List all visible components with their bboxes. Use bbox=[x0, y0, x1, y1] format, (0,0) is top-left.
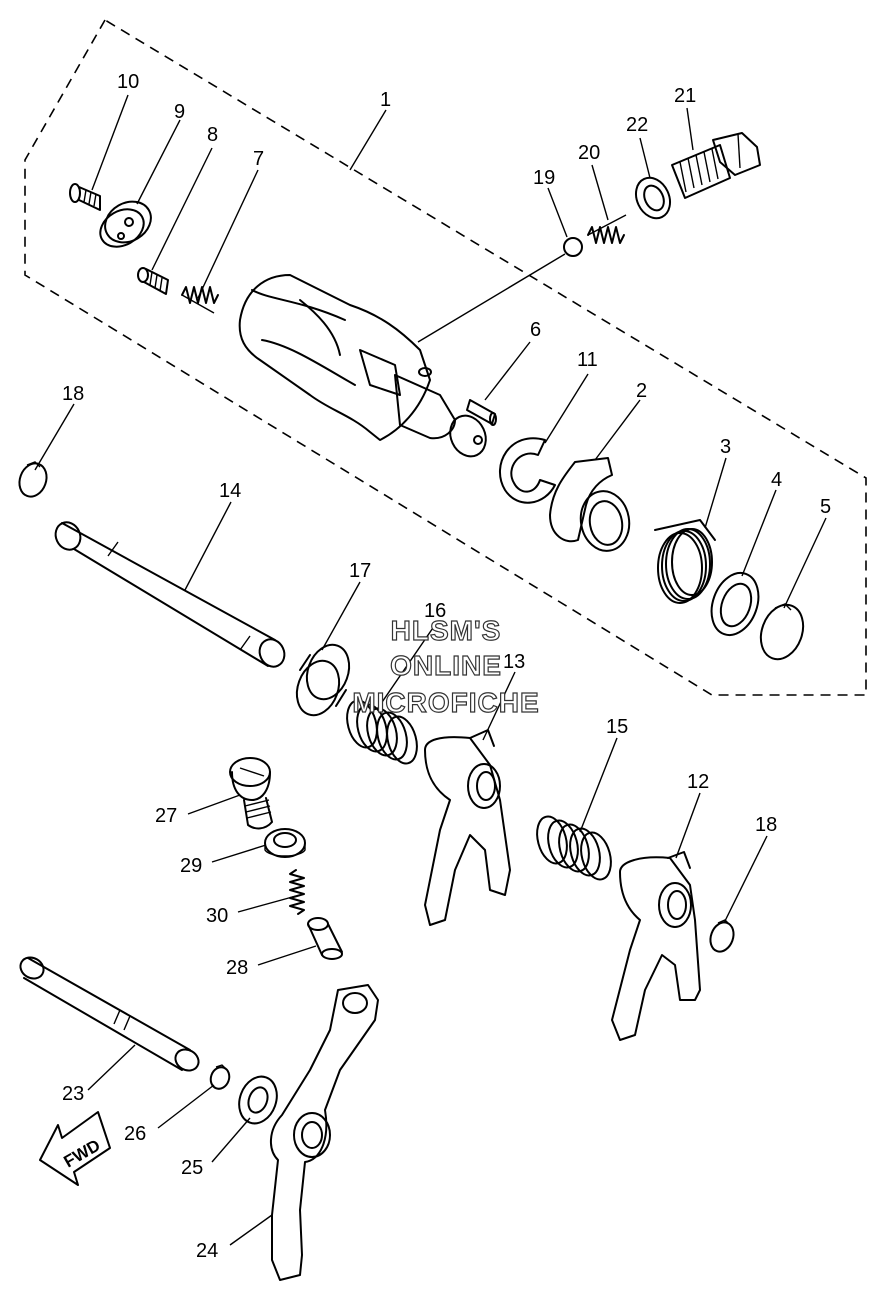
label-13: 13 bbox=[503, 651, 525, 673]
label-23: 23 bbox=[62, 1083, 84, 1105]
label-25: 25 bbox=[181, 1157, 203, 1179]
part-28-pin bbox=[307, 917, 343, 960]
leader-lines bbox=[34, 94, 827, 1246]
part-20-spring bbox=[587, 214, 627, 244]
label-3: 3 bbox=[720, 436, 731, 458]
label-20: 20 bbox=[578, 142, 600, 164]
part-5-circlip bbox=[759, 603, 805, 661]
part-21-bolt bbox=[671, 132, 761, 199]
label-19: 19 bbox=[533, 167, 555, 189]
part-30-spring bbox=[289, 869, 305, 915]
part-10-screw bbox=[69, 183, 101, 211]
label-6: 6 bbox=[530, 319, 541, 341]
label-16: 16 bbox=[424, 600, 446, 622]
label-21: 21 bbox=[674, 85, 696, 107]
label-2: 2 bbox=[636, 380, 647, 402]
label-18-right: 18 bbox=[755, 814, 777, 836]
label-9: 9 bbox=[174, 101, 185, 123]
part-1-shift-drum bbox=[238, 274, 487, 458]
label-14: 14 bbox=[219, 480, 241, 502]
watermark-line2: ONLINE bbox=[390, 650, 502, 681]
part-27-bolt bbox=[229, 757, 273, 830]
watermark-line3: MICROFICHE bbox=[352, 687, 539, 718]
label-8: 8 bbox=[207, 124, 218, 146]
part-8-screw bbox=[137, 267, 169, 295]
part-12-shift-fork bbox=[611, 851, 701, 1041]
part-11-washer bbox=[499, 437, 556, 504]
part-26-circlip bbox=[209, 1064, 231, 1090]
part-4-washer bbox=[710, 572, 760, 636]
assembly-boundary bbox=[24, 19, 867, 696]
label-7: 7 bbox=[253, 148, 264, 170]
label-5: 5 bbox=[820, 496, 831, 518]
part-15-spring bbox=[536, 815, 612, 881]
label-11: 11 bbox=[577, 349, 598, 371]
part-25-washer bbox=[238, 1075, 278, 1125]
label-30: 30 bbox=[206, 905, 228, 927]
label-12: 12 bbox=[687, 771, 709, 793]
part-3-torsion-spring bbox=[654, 519, 716, 604]
label-27: 27 bbox=[155, 805, 177, 827]
part-17-collar bbox=[295, 643, 351, 717]
part-19-ball bbox=[563, 237, 583, 257]
label-29: 29 bbox=[180, 855, 202, 877]
part-24-shift-arm bbox=[270, 984, 379, 1281]
label-4: 4 bbox=[771, 469, 782, 491]
part-13-shift-fork bbox=[424, 729, 511, 926]
watermark: HLSM'S ONLINE MICROFICHE bbox=[352, 614, 540, 718]
part-29-washer bbox=[264, 828, 306, 858]
watermark-line1: HLSM'S bbox=[391, 615, 502, 646]
part-14-shaft bbox=[54, 521, 286, 668]
part-2-cam bbox=[549, 457, 631, 552]
part-18-circlip-left bbox=[18, 461, 48, 498]
part-16-spring bbox=[346, 699, 418, 765]
part-6-pin bbox=[466, 399, 497, 426]
label-26: 26 bbox=[124, 1123, 146, 1145]
label-15: 15 bbox=[606, 716, 628, 738]
label-28: 28 bbox=[226, 957, 248, 979]
label-10: 10 bbox=[117, 71, 139, 93]
label-24: 24 bbox=[196, 1240, 218, 1262]
part-22-washer bbox=[634, 176, 672, 220]
fwd-arrow-icon: FWD bbox=[39, 1111, 111, 1186]
part-7-spring bbox=[181, 286, 219, 314]
label-1: 1 bbox=[380, 89, 391, 111]
part-18-circlip-right bbox=[709, 919, 735, 953]
label-18-left: 18 bbox=[62, 383, 84, 405]
label-22: 22 bbox=[626, 114, 648, 136]
part-9-plate bbox=[99, 200, 152, 248]
part-23-shaft bbox=[19, 956, 200, 1072]
part-numbers: 1 2 3 4 5 6 7 8 9 10 11 12 13 14 15 16 1… bbox=[62, 71, 831, 1262]
label-17: 17 bbox=[349, 560, 371, 582]
